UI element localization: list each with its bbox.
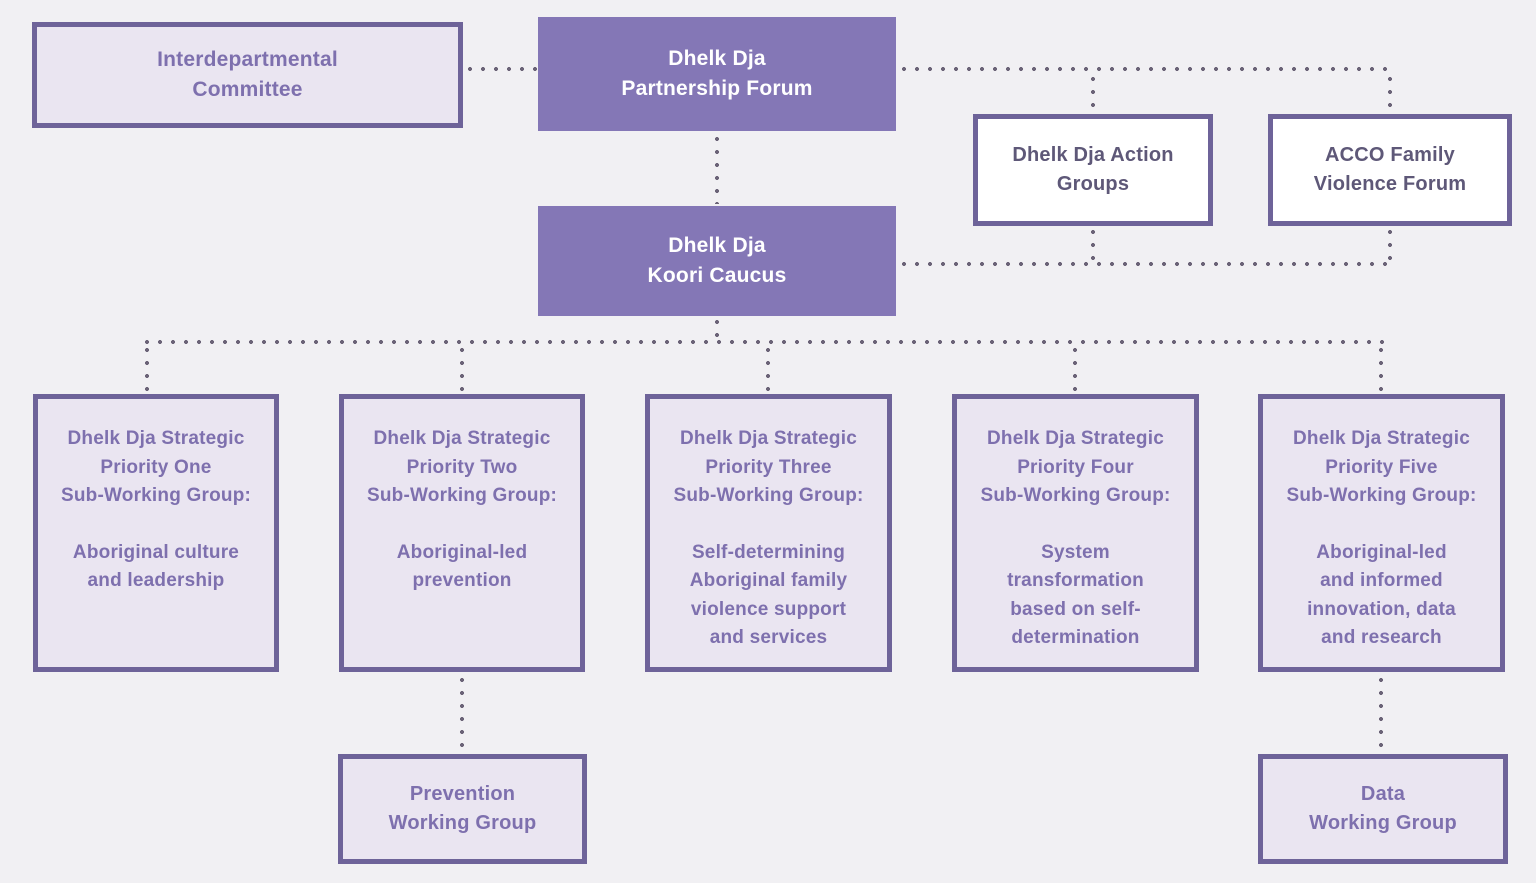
connector-action-groups-to-caucus-branch (1091, 230, 1095, 262)
node-heading: Dhelk Dja Strategic Priority One Sub-Wor… (60, 428, 252, 506)
connector-drop-to-acco-forum (1388, 77, 1392, 112)
connector-priority-two-to-prevention-working-group (460, 678, 464, 751)
node-heading: Dhelk Dja Strategic Priority Two Sub-Wor… (366, 428, 558, 506)
node-label: Interdepartmental Committee (157, 48, 338, 101)
node-priority-three-sub-working-group: Dhelk Dja Strategic Priority Three Sub-W… (645, 394, 892, 672)
node-heading: Dhelk Dja Strategic Priority Four Sub-Wo… (980, 428, 1171, 506)
connector-drop-to-priority-three (766, 348, 770, 392)
node-interdepartmental-committee: Interdepartmental Committee (32, 22, 463, 128)
connector-partnership-forum-to-koori-caucus (715, 137, 719, 204)
node-priority-two-sub-working-group: Dhelk Dja Strategic Priority Two Sub-Wor… (339, 394, 585, 672)
connector-partnership-forum-to-right-branch (902, 67, 1394, 71)
node-label: Data Working Group (1309, 783, 1457, 834)
connector-priority-branch-bus (145, 340, 1385, 344)
node-label: Dhelk Dja Action Groups (1012, 144, 1174, 195)
node-heading: Dhelk Dja Strategic Priority Three Sub-W… (673, 428, 864, 506)
node-koori-caucus: Dhelk Dja Koori Caucus (538, 206, 896, 316)
node-label: Dhelk Dja Partnership Forum (621, 46, 813, 100)
connector-right-branch-to-koori-caucus (902, 262, 1394, 266)
node-body: Aboriginal-led and informed innovation, … (1307, 541, 1456, 649)
connector-committee-to-partnership-forum (468, 67, 538, 71)
node-body: Aboriginal-led prevention (396, 541, 528, 592)
node-label: Dhelk Dja Koori Caucus (647, 233, 787, 287)
node-action-groups: Dhelk Dja Action Groups (973, 114, 1213, 226)
node-body: System transformation based on self- det… (1007, 541, 1144, 649)
node-acco-family-violence-forum: ACCO Family Violence Forum (1268, 114, 1512, 226)
node-data-working-group: Data Working Group (1258, 754, 1508, 864)
connector-drop-to-priority-two (460, 348, 464, 392)
node-body: Self-determining Aboriginal family viole… (689, 541, 848, 649)
node-label: ACCO Family Violence Forum (1313, 144, 1467, 195)
connector-acco-forum-to-caucus-branch (1388, 230, 1392, 262)
connector-drop-to-priority-one (145, 348, 149, 392)
node-label: Prevention Working Group (388, 783, 537, 834)
connector-priority-five-to-data-working-group (1379, 678, 1383, 751)
connector-drop-to-priority-four (1073, 348, 1077, 392)
connector-drop-to-action-groups (1091, 77, 1095, 112)
node-priority-four-sub-working-group: Dhelk Dja Strategic Priority Four Sub-Wo… (952, 394, 1199, 672)
connector-koori-caucus-to-priority-branch (715, 320, 719, 342)
node-body: Aboriginal culture and leadership (72, 541, 240, 592)
node-heading: Dhelk Dja Strategic Priority Five Sub-Wo… (1286, 428, 1477, 506)
node-priority-five-sub-working-group: Dhelk Dja Strategic Priority Five Sub-Wo… (1258, 394, 1505, 672)
node-prevention-working-group: Prevention Working Group (338, 754, 587, 864)
node-priority-one-sub-working-group: Dhelk Dja Strategic Priority One Sub-Wor… (33, 394, 279, 672)
connector-drop-to-priority-five (1379, 348, 1383, 392)
node-partnership-forum: Dhelk Dja Partnership Forum (538, 17, 896, 131)
